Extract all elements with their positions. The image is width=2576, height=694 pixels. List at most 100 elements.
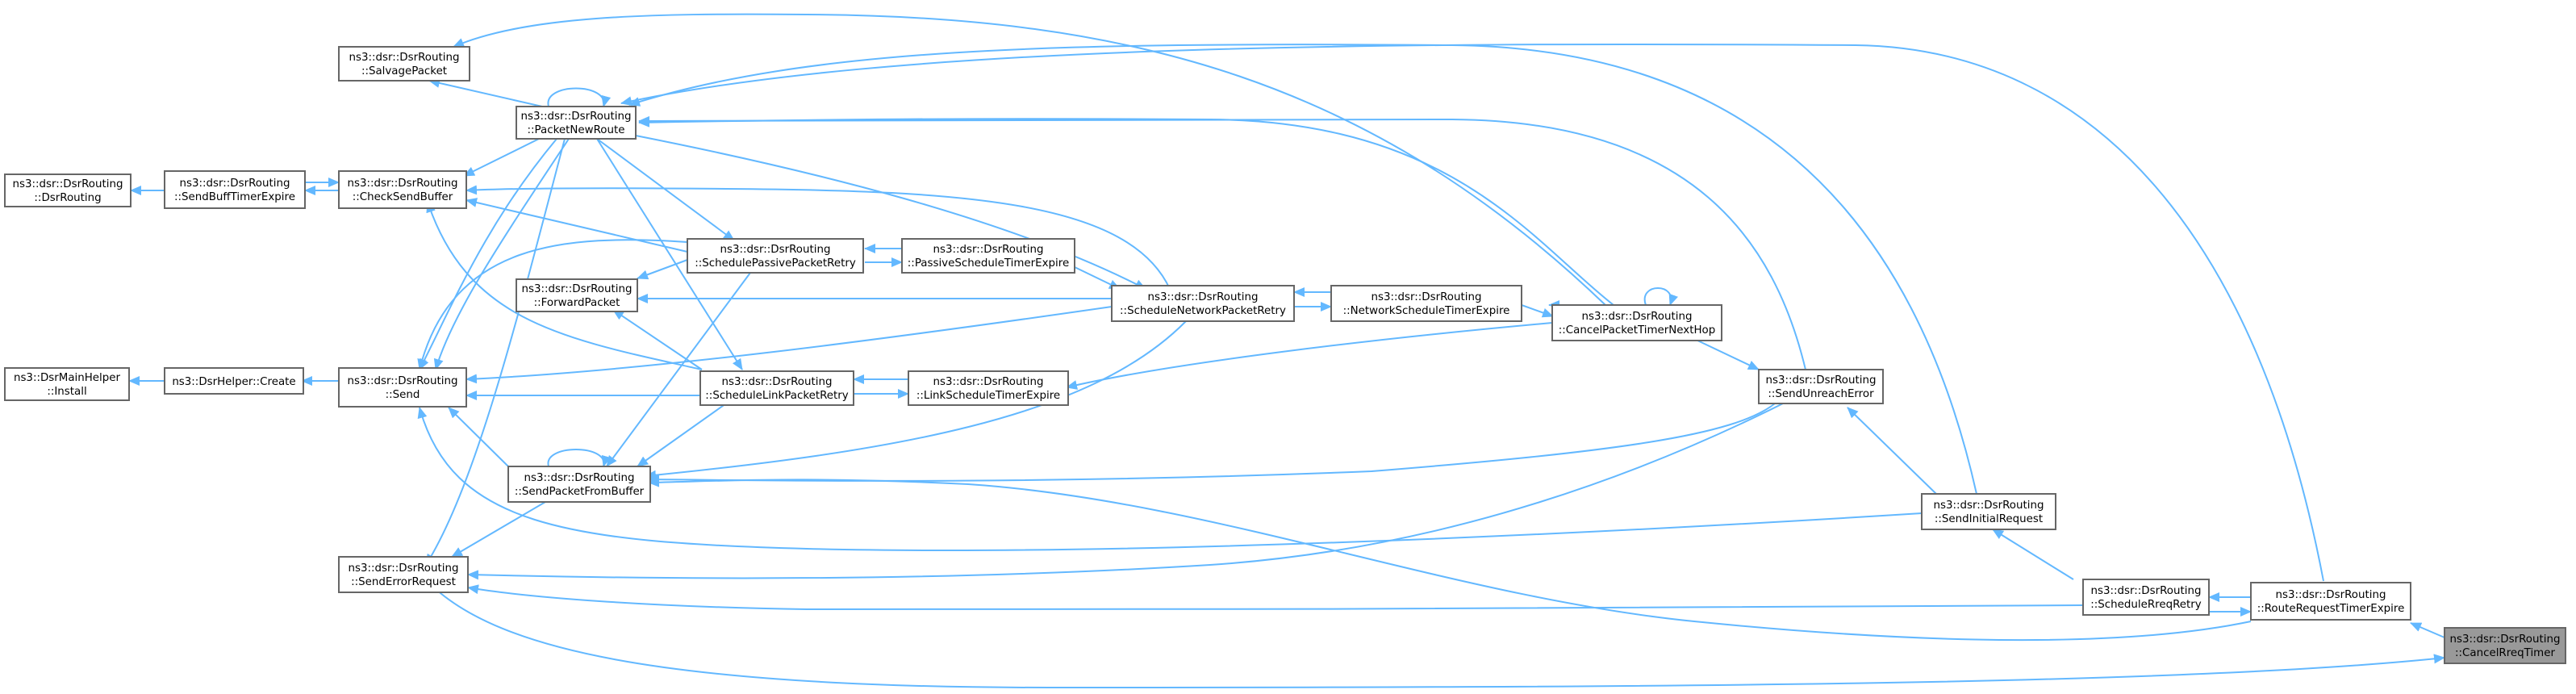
node-label-line1: ns3::DsrMainHelper — [14, 372, 121, 384]
node-label-line2: ::SendBuffTimerExpire — [174, 191, 295, 203]
node-box — [2250, 582, 2411, 621]
node-box — [338, 556, 469, 593]
edge-cancelrreq-from-senderror — [435, 588, 2445, 689]
edge-cancelnexthop-to-salvage — [453, 13, 1606, 306]
edge-routereqtimer-to-sendfrombuffer — [648, 477, 2252, 642]
node-label-line1: ns3::dsr::DsrRouting — [349, 562, 459, 575]
node-box — [1921, 493, 2056, 530]
node-send[interactable]: ns3::dsr::DsrRouting::Send — [338, 367, 467, 408]
node-label-line2: ::ForwardPacket — [534, 297, 620, 309]
edge-cancelnexthop-self — [1643, 287, 1679, 306]
node-label-line2: ::ScheduleLinkPacketRetry — [705, 390, 848, 402]
edge-sendunreach-to-senderror — [467, 403, 1784, 580]
node-label-line1: ns3::dsr::DsrRouting — [348, 375, 458, 387]
edge-schedlink-to-checksendbuffer — [426, 201, 703, 370]
edge-packetnewroute-to-schednetwork — [635, 135, 1146, 290]
node-sendfrombuffer[interactable]: ns3::dsr::DsrRouting::SendPacketFromBuff… — [507, 466, 651, 503]
node-label-line1: ns3::dsr::DsrRouting — [524, 472, 635, 484]
node-cancelrreq[interactable]: ns3::dsr::DsrRouting::CancelRreqTimer — [2444, 627, 2566, 664]
node-layer: ns3::dsr::DsrRouting::SalvagePacketns3::… — [4, 46, 2566, 664]
node-label-line2: ::CancelPacketTimerNextHop — [1559, 324, 1715, 337]
edge-packetnewroute-to-salvage — [428, 78, 543, 107]
edge-schedpassive-to-checksendbuffer — [466, 198, 688, 253]
node-sendunreach[interactable]: ns3::dsr::DsrRouting::SendUnreachError — [1758, 369, 1884, 404]
edge-schedrreq-to-sendinitial — [1992, 529, 2074, 580]
node-label-line1: ns3::dsr::DsrRouting — [348, 178, 458, 190]
node-salvage[interactable]: ns3::dsr::DsrRouting::SalvagePacket — [338, 46, 470, 82]
edge-packetnewroute-to-send — [419, 138, 557, 370]
node-label-line2: ::LinkScheduleTimerExpire — [916, 390, 1060, 402]
node-box — [338, 367, 467, 408]
node-label-line1: ns3::dsr::DsrRouting — [933, 376, 1044, 388]
node-label-line1: ns3::dsr::DsrRouting — [521, 111, 632, 123]
node-label-line1: ns3::dsr::DsrRouting — [933, 244, 1044, 256]
edge-schednetwork-to-sendfrombuffer — [645, 320, 1187, 480]
node-box — [338, 170, 467, 209]
node-packetnewroute[interactable]: ns3::dsr::DsrRouting::PacketNewRoute — [516, 106, 637, 140]
edge-schedlink-to-forwardpacket — [612, 309, 703, 370]
node-label-line1: ns3::dsr::DsrRouting — [722, 376, 833, 388]
node-label-line2: ::Install — [47, 386, 86, 398]
node-box — [2444, 627, 2566, 664]
node-senderror[interactable]: ns3::dsr::DsrRouting::SendErrorRequest — [338, 556, 469, 593]
node-passivesched[interactable]: ns3::dsr::DsrRouting::PassiveScheduleTim… — [901, 238, 1075, 274]
node-label-line1: ns3::dsr::DsrRouting — [2450, 633, 2561, 646]
node-mainhelper[interactable]: ns3::DsrMainHelper::Install — [4, 367, 130, 401]
node-box — [164, 170, 306, 209]
edge-schedpassive-to-send — [417, 239, 688, 370]
node-label-line1: ns3::dsr::DsrRouting — [1148, 291, 1259, 303]
node-label-line1: ns3::dsr::DsrRouting — [720, 244, 831, 256]
edge-cancelnexthop-to-linksched — [1066, 322, 1553, 390]
node-label-line2: ::Send — [386, 389, 420, 401]
node-box — [516, 106, 637, 140]
node-label-line1: ns3::dsr::DsrRouting — [1766, 374, 1877, 387]
node-linksched[interactable]: ns3::dsr::DsrRouting::LinkScheduleTimerE… — [908, 370, 1069, 406]
edge-sendfrombuffer-to-send — [448, 407, 509, 467]
edge-networksched-cancel — [1521, 304, 1554, 318]
edge-cancelrreq-to-routereqtimer — [2410, 622, 2445, 638]
edge-layer — [128, 13, 2445, 689]
node-box — [338, 46, 470, 82]
node-box — [516, 278, 638, 312]
node-label-line2: ::NetworkScheduleTimerExpire — [1343, 305, 1510, 317]
node-box — [1330, 285, 1522, 322]
node-label-line2: ::RouteRequestTimerExpire — [2257, 603, 2405, 615]
node-networksched[interactable]: ns3::dsr::DsrRouting::NetworkScheduleTim… — [1330, 285, 1522, 322]
edge-sendfrombuffer-to-senderror — [451, 501, 546, 558]
node-schednetwork[interactable]: ns3::dsr::DsrRouting::ScheduleNetworkPac… — [1111, 285, 1295, 322]
node-label-line2: ::SendUnreachError — [1768, 388, 1874, 400]
node-label-line2: ::SalvagePacket — [361, 65, 447, 77]
node-label-line1: ns3::dsr::DsrRouting — [522, 283, 633, 295]
node-label-line2: ::SendErrorRequest — [351, 576, 456, 588]
node-cancelnexthop[interactable]: ns3::dsr::DsrRouting::CancelPacketTimerN… — [1551, 304, 1722, 341]
node-label-line2: ::ScheduleRreqRetry — [2090, 599, 2202, 611]
edge-sendfrombuffer-self — [547, 449, 612, 467]
edge-schedlink-to-sendfrombuffer — [637, 403, 727, 467]
node-sendbufftimer[interactable]: ns3::dsr::DsrRouting::SendBuffTimerExpir… — [164, 170, 306, 209]
node-label-line2: ::CheckSendBuffer — [353, 191, 453, 203]
node-schedpassive[interactable]: ns3::dsr::DsrRouting::SchedulePassivePac… — [687, 238, 864, 274]
node-schedrreq[interactable]: ns3::dsr::DsrRouting::ScheduleRreqRetry — [2082, 579, 2210, 616]
node-label-line2: ::PacketNewRoute — [528, 124, 625, 136]
node-schedlink[interactable]: ns3::dsr::DsrRouting::ScheduleLinkPacket… — [699, 370, 854, 406]
edge-schedpassive-to-sendfrombuffer — [606, 272, 751, 467]
node-helpercreate[interactable]: ns3::DsrHelper::Create — [164, 367, 304, 395]
node-routereqtimer[interactable]: ns3::dsr::DsrRouting::RouteRequestTimerE… — [2250, 582, 2411, 621]
node-label-line1: ns3::dsr::DsrRouting — [1934, 500, 2044, 512]
edge-packetnewroute-to-send2 — [433, 138, 570, 370]
node-label-line2: ::SendPacketFromBuffer — [515, 486, 645, 498]
node-label-line1: ns3::dsr::DsrRouting — [1372, 291, 1482, 303]
node-forwardpacket[interactable]: ns3::dsr::DsrRouting::ForwardPacket — [516, 278, 638, 312]
node-checksendbuffer[interactable]: ns3::dsr::DsrRouting::CheckSendBuffer — [338, 170, 467, 209]
node-box — [901, 238, 1075, 274]
node-label-line1: ns3::dsr::DsrRouting — [2091, 585, 2202, 597]
node-dsrrouting[interactable]: ns3::dsr::DsrRouting::DsrRouting — [4, 174, 132, 207]
edge-sendunreach-to-sendfrombuffer — [648, 403, 1776, 485]
node-box — [164, 367, 304, 395]
node-box — [908, 370, 1069, 406]
node-sendinitial[interactable]: ns3::dsr::DsrRouting::SendInitialRequest — [1921, 493, 2056, 530]
node-box — [2082, 579, 2210, 616]
node-label-line2: ::CancelRreqTimer — [2455, 647, 2555, 659]
node-box — [1551, 304, 1722, 341]
